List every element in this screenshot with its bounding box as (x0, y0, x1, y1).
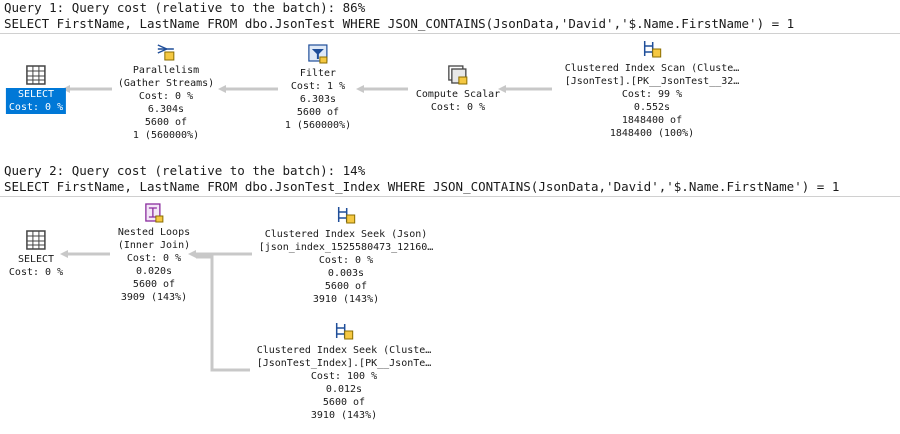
query2-cost-text: Query 2: Query cost (relative to the bat… (4, 163, 366, 178)
query1-cost-text: Query 1: Query cost (relative to the bat… (4, 0, 366, 15)
query2-header: Query 2: Query cost (relative to the bat… (0, 163, 900, 197)
clustered-index-seek-icon (338, 207, 356, 224)
clustered-index-scan-icon (644, 41, 662, 58)
q2-select-node[interactable]: SELECT Cost: 0 % (9, 229, 63, 279)
query1-header: Query 1: Query cost (relative to the bat… (0, 0, 900, 34)
connector-q2-seek2-nested (196, 255, 250, 372)
query1-sql-text: SELECT FirstName, LastName FROM dbo.Json… (4, 16, 795, 31)
q2-clustered-index-seek-json-node[interactable]: Clustered Index Seek (Json) [json_index_… (259, 204, 433, 306)
q1-filter-node[interactable]: Filter Cost: 1 % 6.303s 5600 of 1 (56000… (285, 43, 351, 132)
q2-clustered-index-seek-pk-node[interactable]: Clustered Index Seek (Cluste… [JsonTest_… (257, 320, 431, 422)
q1-clustered-index-scan-node[interactable]: Clustered Index Scan (Cluste… [JsonTest]… (565, 38, 739, 140)
q1-select-node[interactable]: SELECT Cost: 0 % (5, 64, 67, 114)
filter-icon (308, 44, 328, 64)
select-icon (26, 65, 46, 85)
clustered-index-seek-icon (336, 323, 354, 340)
select-icon (26, 230, 46, 250)
query2-sql-text: SELECT FirstName, LastName FROM dbo.Json… (4, 179, 840, 194)
q1-parallelism-node[interactable]: Parallelism (Gather Streams) Cost: 0 % 6… (118, 40, 214, 142)
nested-loops-icon (145, 203, 164, 223)
q1-compute-scalar-node[interactable]: Compute Scalar Cost: 0 % (416, 64, 500, 114)
compute-scalar-icon (448, 65, 468, 85)
q1-select-label: SELECT Cost: 0 % (5, 88, 67, 114)
parallelism-icon (157, 44, 175, 61)
q2-nested-loops-node[interactable]: Nested Loops (Inner Join) Cost: 0 % 0.02… (118, 202, 190, 304)
